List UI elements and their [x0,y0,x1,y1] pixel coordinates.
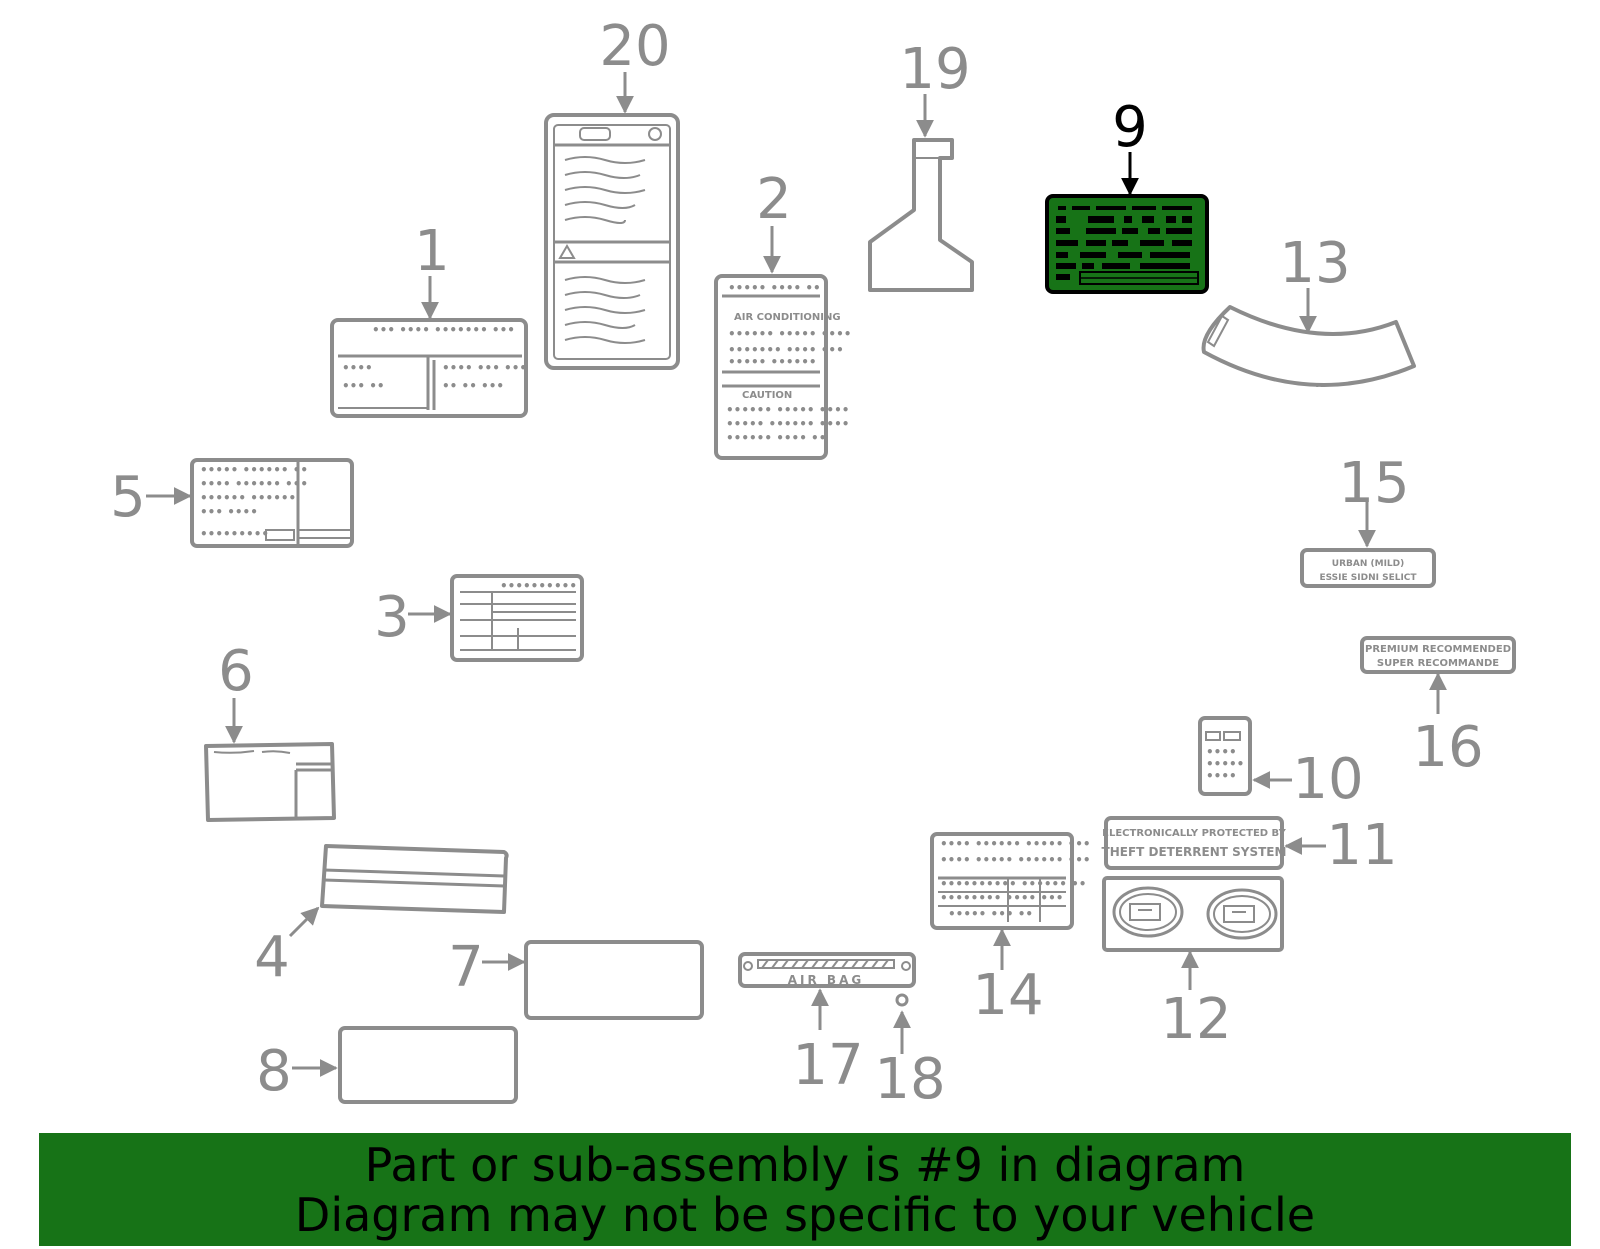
svg-text:••••: •••• [1206,745,1237,759]
part-8-label[interactable] [338,1026,518,1104]
part-20-label[interactable] [544,113,680,370]
svg-text:•••• •••••• ••••• •••: •••• •••••• ••••• ••• [940,837,1091,851]
callout-18: 18 [874,1047,945,1112]
part-2-text-1: AIR CONDITIONING [734,312,841,323]
svg-text:•••• ••••• •••••• •••: •••• ••••• •••••• ••• [940,853,1091,867]
part-16-text-2: SUPER RECOMMANDE [1377,658,1499,669]
part-15-text-1: URBAN (MILD) [1332,559,1404,569]
svg-text:•••• ••• •••: •••• ••• ••• [442,361,527,375]
svg-text:••••: •••• [342,361,373,375]
svg-text:••••• ••• ••: ••••• ••• •• [948,907,1033,921]
callout-6: 6 [218,639,254,704]
svg-text:..: .. [1315,376,1324,390]
callout-2: 2 [756,167,792,232]
callout-13: 13 [1279,231,1350,296]
svg-text:••• ••••: ••• •••• [200,505,258,519]
info-banner: Part or sub-assembly is #9 in diagram Di… [39,1133,1571,1246]
part-14-label[interactable]: •••• •••••• ••••• ••• •••• ••••• •••••• … [930,832,1091,930]
svg-text:•••• •••••• •••: •••• •••••• ••• [200,477,308,491]
svg-text:•••••• ••••••: •••••• •••••• [200,491,296,505]
svg-text:•••••••••• •••••• ••: •••••••••• •••••• •• [940,877,1086,891]
callout-7: 7 [448,935,484,1000]
svg-text:•••••• ••••• ••••: •••••• ••••• •••• [728,327,851,341]
callout-11: 11 [1326,813,1397,878]
part-12-label[interactable] [1102,876,1284,952]
part-11-text-1: ELECTRONICALLY PROTECTED BY [1102,828,1287,839]
part-17-text: AIR BAG [788,973,864,987]
svg-text:•• •• •••: •• •• ••• [442,379,504,393]
callout-3: 3 [374,585,410,650]
part-3-label[interactable]: ••••••• ••• [450,574,584,662]
part-19-label[interactable] [868,138,974,292]
part-17-label[interactable]: AIR BAG [738,952,916,988]
part-2-text-2: CAUTION [742,390,792,401]
svg-text:••••••• •••• •••: ••••••• •••• ••• [728,343,844,357]
part-1-label[interactable]: ••• •••• ••••••• ••• •••• ••• •• •••• ••… [330,318,528,418]
callout-19: 19 [899,37,970,102]
part-5-label[interactable]: ••••• •••••• •• •••• •••••• ••• •••••• •… [190,458,354,548]
banner-line-1: Part or sub-assembly is #9 in diagram [364,1137,1246,1192]
svg-text:••••• ••••••: ••••• •••••• [728,355,817,369]
part-10-label[interactable]: •••• ••••• •••• [1198,716,1252,796]
svg-text:••• ••: ••• •• [342,379,385,393]
part-9-label-highlighted[interactable] [1045,194,1209,294]
part-11-text-2: THEFT DETERRENT SYSTEM [1102,845,1287,859]
part-16-label[interactable]: PREMIUM RECOMMENDED SUPER RECOMMANDE [1360,636,1516,674]
callout-5: 5 [110,465,146,530]
svg-text:•••••••••: ••••••••• [200,527,269,541]
part-6-label[interactable] [204,742,336,822]
callout-9: 9 [1112,95,1148,160]
callout-4: 4 [254,925,290,990]
svg-text:••••: •••• [1206,769,1237,783]
callout-12: 12 [1160,987,1231,1052]
svg-text:•••••• ••••• ••••: •••••• ••••• •••• [726,403,849,417]
part-2-label[interactable]: ••••• •••• •• AIR CONDITIONING •••••• ••… [714,274,851,460]
callout-15: 15 [1338,451,1409,516]
callout-14: 14 [972,963,1043,1028]
svg-text:•••••••• •••• •••: •••••••• •••• ••• [940,891,1063,905]
callout-8: 8 [256,1039,292,1104]
svg-text:••••• •••••• ••••: ••••• •••••• •••• [726,417,849,431]
svg-text:••••• •••• ••: ••••• •••• •• [728,281,821,295]
part-16-text-1: PREMIUM RECOMMENDED [1365,644,1511,655]
part-4-label[interactable] [320,844,509,914]
leader-4 [288,906,320,938]
callout-1: 1 [414,219,450,284]
callout-10: 10 [1292,747,1363,812]
callout-20: 20 [599,14,670,79]
svg-text:•••: ••• [554,579,577,593]
callout-17: 17 [792,1033,863,1098]
part-7-label[interactable] [524,940,704,1020]
callout-16: 16 [1412,715,1483,780]
svg-text:•••••• •••• ••: •••••• •••• •• [726,431,826,445]
svg-text:••• •••• ••••••• •••: ••• •••• ••••••• ••• [372,323,515,337]
banner-line-2: Diagram may not be specific to your vehi… [294,1187,1316,1242]
svg-text:•••••••: ••••••• [500,579,554,593]
part-18-part[interactable] [895,993,909,1007]
part-11-label[interactable]: ELECTRONICALLY PROTECTED BY THEFT DETERR… [1102,816,1287,870]
svg-text:••••• •••••• ••: ••••• •••••• •• [200,463,308,477]
part-15-label[interactable]: URBAN (MILD) ESSIE SIDNI SELICT [1300,548,1436,588]
part-15-text-2: ESSIE SIDNI SELICT [1319,573,1417,583]
svg-text:•••••: ••••• [1206,757,1244,771]
